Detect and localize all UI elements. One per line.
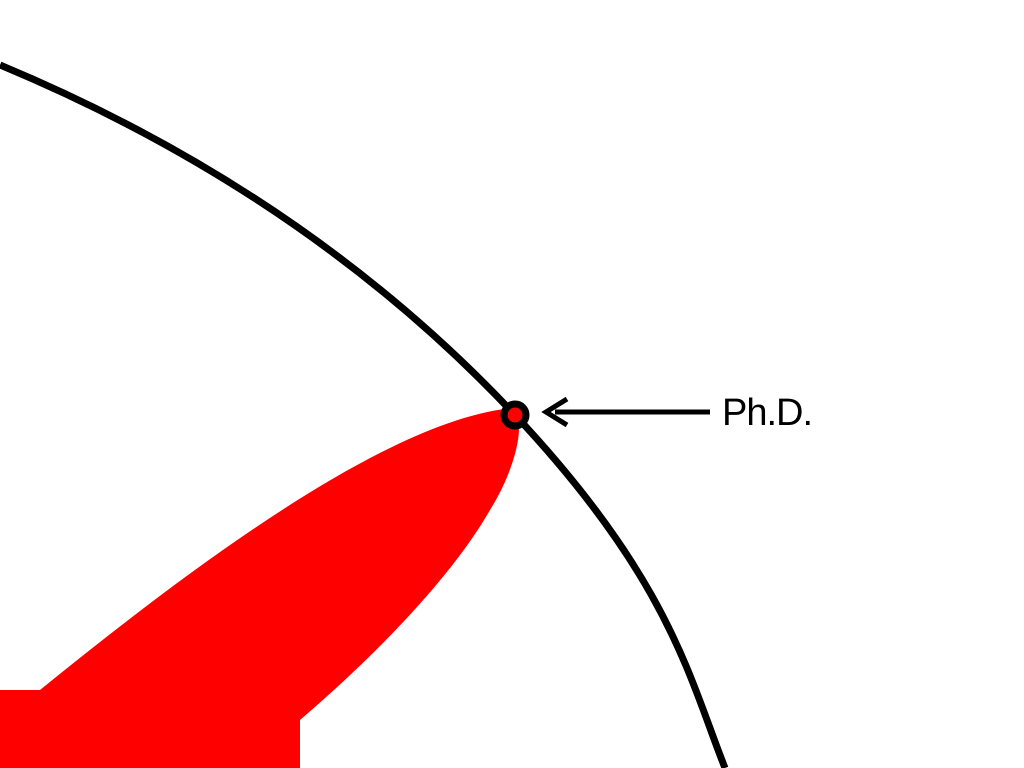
pointer-arrow [541, 396, 710, 428]
arrow-head [541, 396, 569, 428]
knowledge-boundary [0, 61, 729, 768]
phd-dot [500, 400, 530, 430]
phd-label: Ph.D. [722, 392, 812, 434]
knowledge-bulge [0, 408, 520, 768]
